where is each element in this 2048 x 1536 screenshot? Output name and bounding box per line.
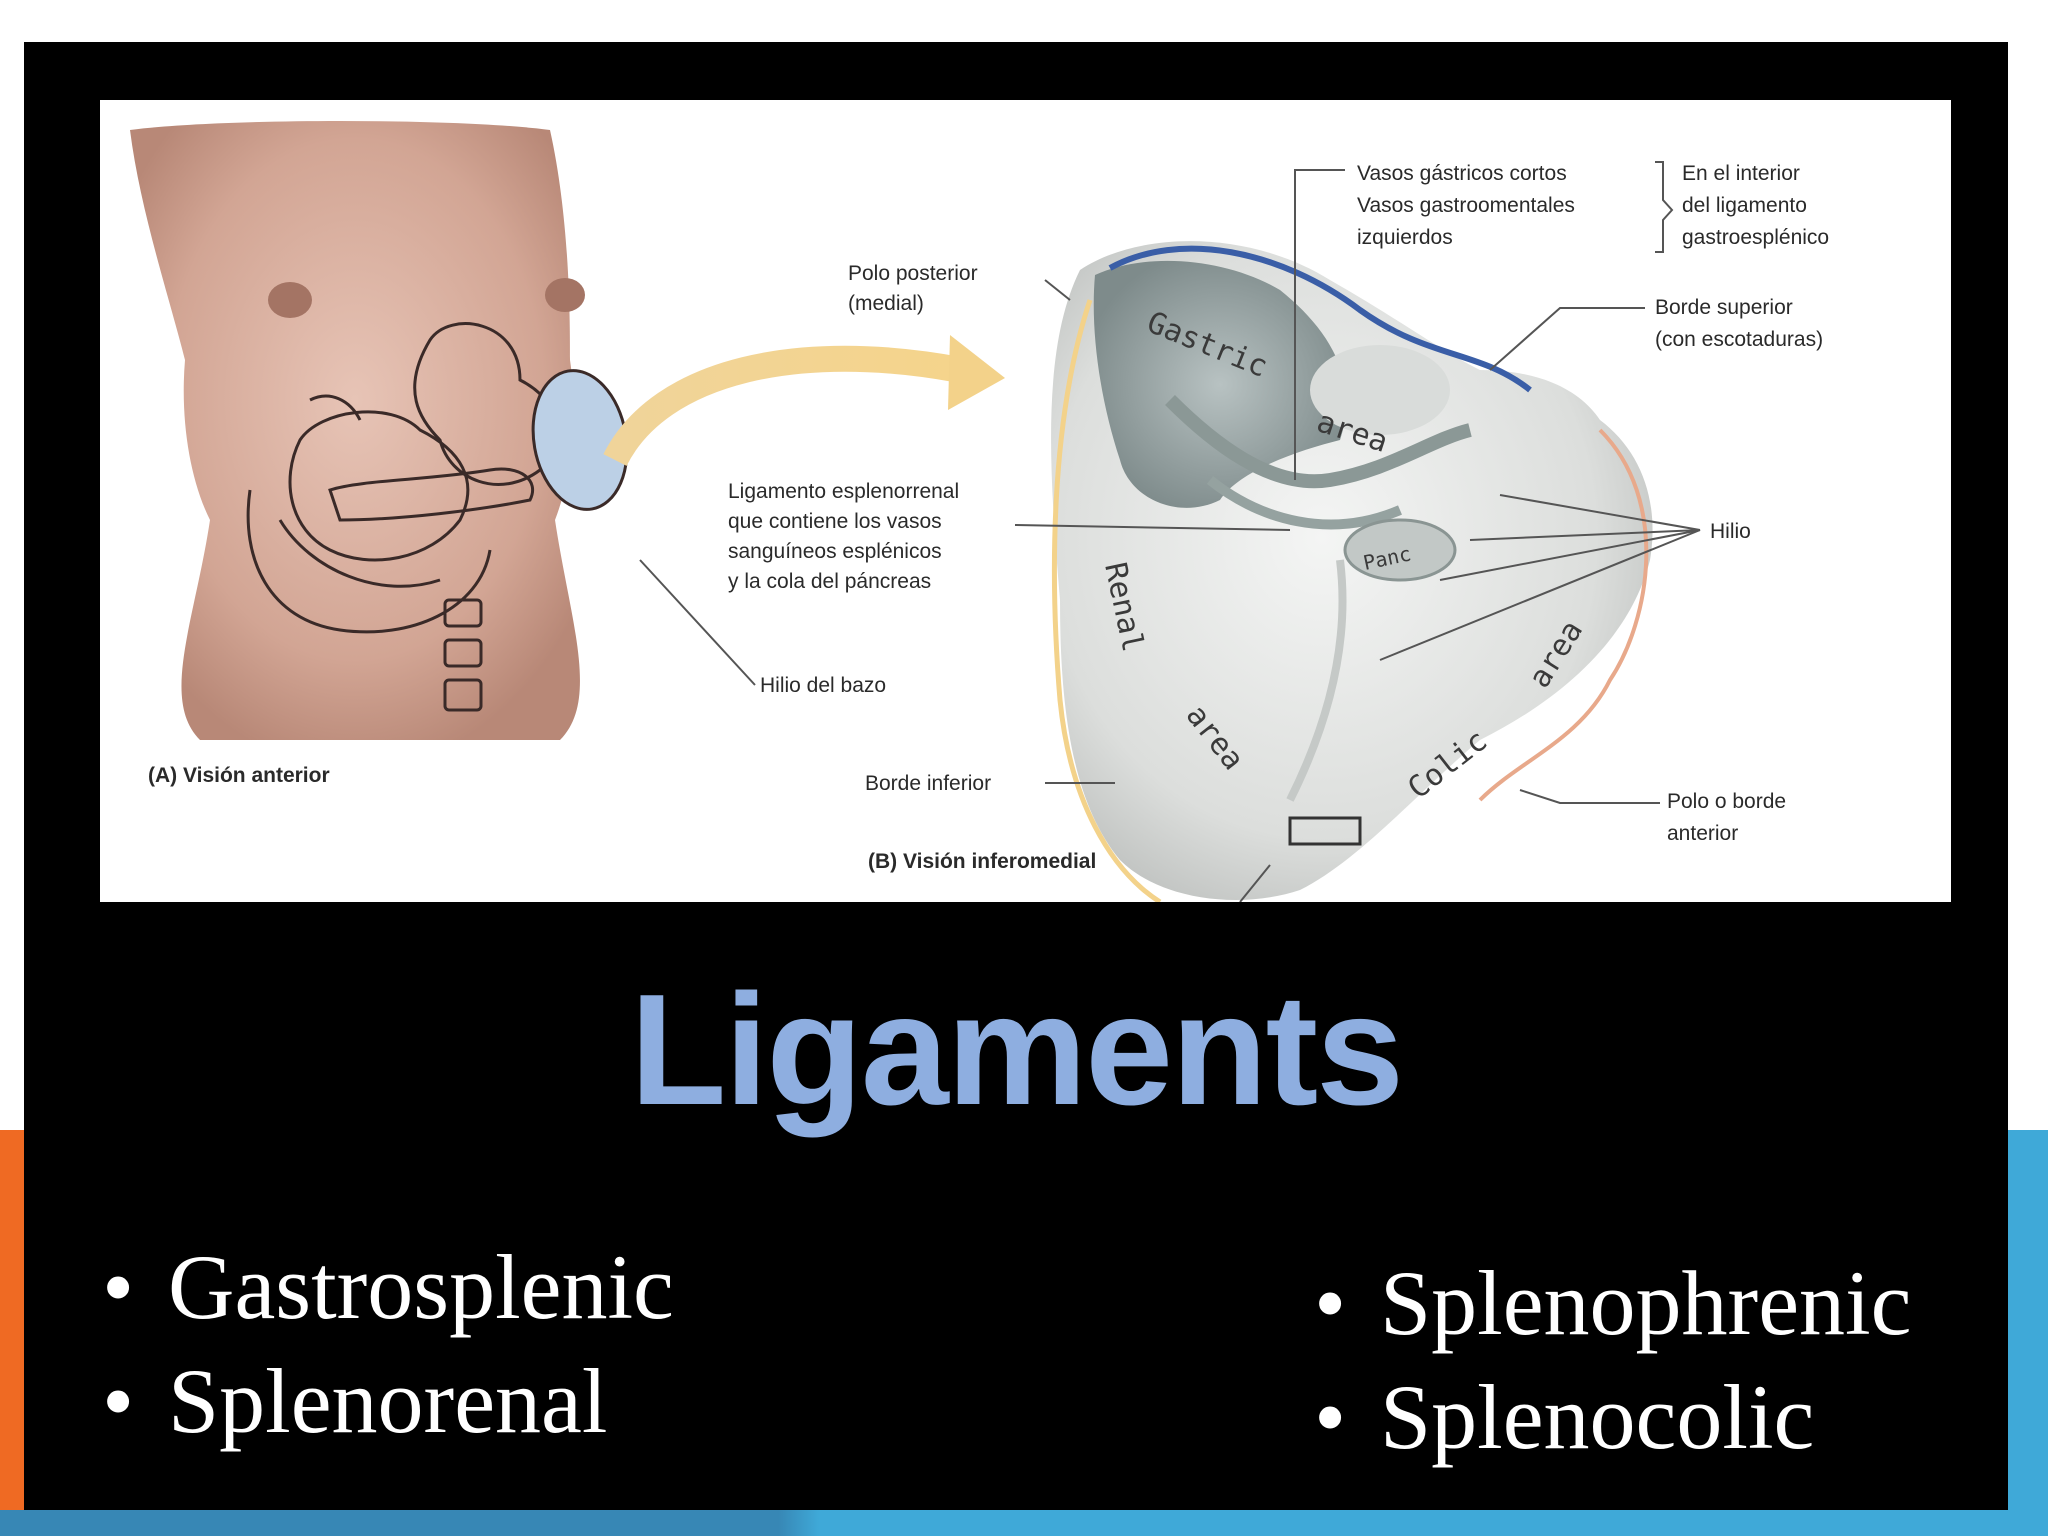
anatomy-figure: Vasos gástricos cortos Vasos gastrooment… bbox=[100, 100, 1951, 902]
bullet-item: Splenocolic bbox=[1314, 1360, 1911, 1474]
bullet-item: Splenorenal bbox=[102, 1344, 674, 1458]
bullet-list-left: Gastrosplenic Splenorenal bbox=[102, 1230, 674, 1458]
panel-a-caption: (A) Visión anterior bbox=[148, 764, 330, 787]
label-polo-posterior-1: Polo posterior bbox=[848, 262, 978, 285]
label-ligamento-2: que contiene los vasos bbox=[728, 510, 942, 533]
slide-title: Ligaments bbox=[629, 962, 1404, 1138]
torso-illustration bbox=[130, 121, 629, 740]
label-polo-anterior-2: anterior bbox=[1667, 822, 1738, 845]
label-vasos-2: Vasos gastroomentales bbox=[1357, 194, 1575, 217]
bullet-list-right: Splenophrenic Splenocolic bbox=[1314, 1246, 1911, 1474]
label-polo-posterior-2: (medial) bbox=[848, 292, 924, 315]
label-ligamento-1: Ligamento esplenorrenal bbox=[728, 480, 959, 503]
nipple-right-shape bbox=[545, 278, 585, 312]
arrow-head bbox=[948, 335, 1005, 410]
label-ligamento-3: sanguíneos esplénicos bbox=[728, 540, 942, 563]
accent-bar-bottom bbox=[0, 1510, 2048, 1536]
label-hilio: Hilio bbox=[1710, 520, 1751, 543]
label-polo-anterior-1: Polo o borde bbox=[1667, 790, 1786, 813]
anatomy-illustration: Vasos gástricos cortos Vasos gastrooment… bbox=[130, 121, 1829, 902]
bullet-item: Gastrosplenic bbox=[102, 1230, 674, 1344]
nipple-left-shape bbox=[268, 282, 312, 318]
label-vasos-3: izquierdos bbox=[1357, 226, 1453, 249]
figure-labels: Vasos gástricos cortos Vasos gastrooment… bbox=[148, 162, 1829, 873]
label-vasos-1: Vasos gástricos cortos bbox=[1357, 162, 1567, 185]
label-interior-1: En el interior bbox=[1682, 162, 1800, 185]
label-hilio-bazo: Hilio del bazo bbox=[760, 674, 886, 697]
label-interior-2: del ligamento bbox=[1682, 194, 1807, 217]
slide: Vasos gástricos cortos Vasos gastrooment… bbox=[24, 42, 2008, 1510]
label-borde-superior-2: (con escotaduras) bbox=[1655, 328, 1823, 351]
leader-lines bbox=[639, 161, 1701, 902]
panel-b-caption: (B) Visión inferomedial bbox=[868, 850, 1096, 873]
label-ligamento-4: y la cola del páncreas bbox=[728, 570, 931, 593]
bullet-item: Splenophrenic bbox=[1314, 1246, 1911, 1360]
spleen-illustration bbox=[1051, 241, 1653, 902]
label-interior-3: gastroesplénico bbox=[1682, 226, 1829, 249]
arrow-body bbox=[603, 345, 963, 467]
label-borde-superior-1: Borde superior bbox=[1655, 296, 1793, 319]
label-borde-inferior: Borde inferior bbox=[865, 772, 991, 795]
